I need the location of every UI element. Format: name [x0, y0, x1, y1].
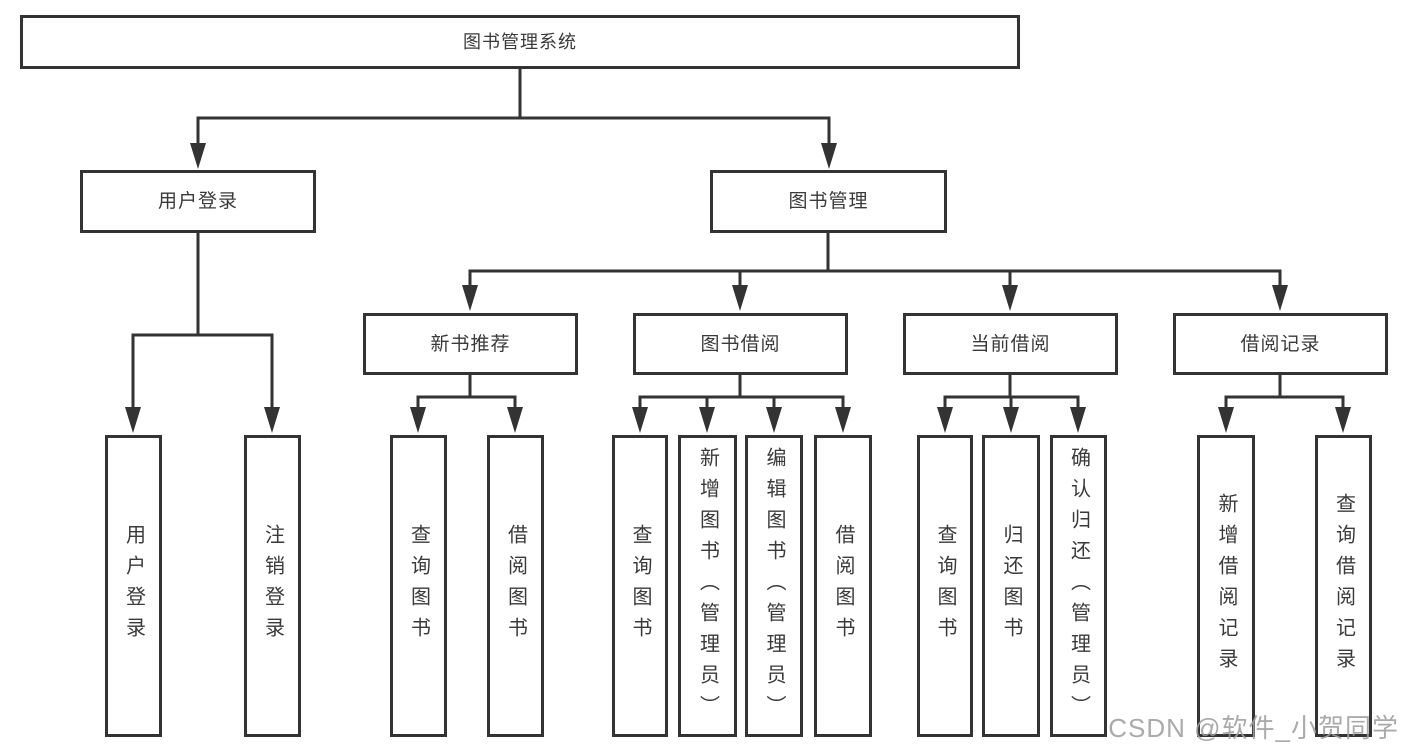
node-book-management-label: 图书管理	[788, 191, 869, 212]
leaf-query-books-borrow: 查询图书	[612, 435, 668, 737]
leaf-borrow-books: 借阅图书	[814, 435, 872, 737]
leaf-confirm-return-admin: 确认归还（管理员）	[1050, 435, 1107, 737]
leaf-user-login: 用户登录	[105, 435, 162, 737]
leaf-add-borrow-record: 新增借阅记录	[1197, 435, 1255, 737]
leaf-return-books: 归还图书	[982, 435, 1040, 737]
leaf-confirm-return-admin-label: 确认归还（管理员）	[1067, 446, 1090, 726]
leaf-add-books-admin-label: 新增图书（管理员）	[696, 446, 719, 726]
leaf-add-books-admin: 新增图书（管理员）	[678, 435, 737, 737]
leaf-query-books-borrow-label: 查询图书	[629, 524, 651, 648]
leaf-borrow-books-recommend-label: 借阅图书	[504, 524, 527, 648]
node-new-book-recommend-label: 新书推荐	[430, 333, 511, 355]
node-book-borrow: 图书借阅	[633, 313, 848, 375]
leaf-add-borrow-record-label: 新增借阅记录	[1215, 493, 1237, 679]
node-book-borrow-label: 图书借阅	[700, 333, 781, 355]
node-current-borrow: 当前借阅	[903, 313, 1118, 375]
leaf-return-books-label: 归还图书	[1000, 524, 1022, 648]
node-root: 图书管理系统	[20, 15, 1020, 69]
node-user-login: 用户登录	[80, 170, 316, 233]
leaf-query-borrow-record-label: 查询借阅记录	[1332, 493, 1355, 679]
leaf-query-books-recommend: 查询图书	[390, 435, 447, 737]
node-user-login-label: 用户登录	[157, 191, 238, 212]
leaf-query-books-current: 查询图书	[917, 435, 973, 737]
leaf-user-login-label: 用户登录	[122, 524, 145, 648]
node-new-book-recommend: 新书推荐	[363, 313, 578, 375]
node-root-label: 图书管理系统	[463, 32, 577, 52]
leaf-borrow-books-label: 借阅图书	[832, 524, 854, 648]
leaf-edit-books-admin: 编辑图书（管理员）	[745, 435, 803, 737]
leaf-query-books-current-label: 查询图书	[934, 524, 956, 648]
leaf-logout: 注销登录	[244, 435, 301, 737]
leaf-logout-label: 注销登录	[261, 524, 284, 648]
node-book-management: 图书管理	[710, 170, 947, 233]
leaf-borrow-books-recommend: 借阅图书	[487, 435, 544, 737]
leaf-query-books-recommend-label: 查询图书	[407, 524, 430, 648]
leaf-edit-books-admin-label: 编辑图书（管理员）	[763, 446, 785, 726]
node-current-borrow-label: 当前借阅	[970, 333, 1051, 355]
leaf-query-borrow-record: 查询借阅记录	[1315, 435, 1372, 737]
csdn-watermark: CSDN @软件_小贺同学	[1108, 713, 1399, 743]
node-borrow-records-label: 借阅记录	[1240, 333, 1321, 355]
node-borrow-records: 借阅记录	[1173, 313, 1388, 375]
